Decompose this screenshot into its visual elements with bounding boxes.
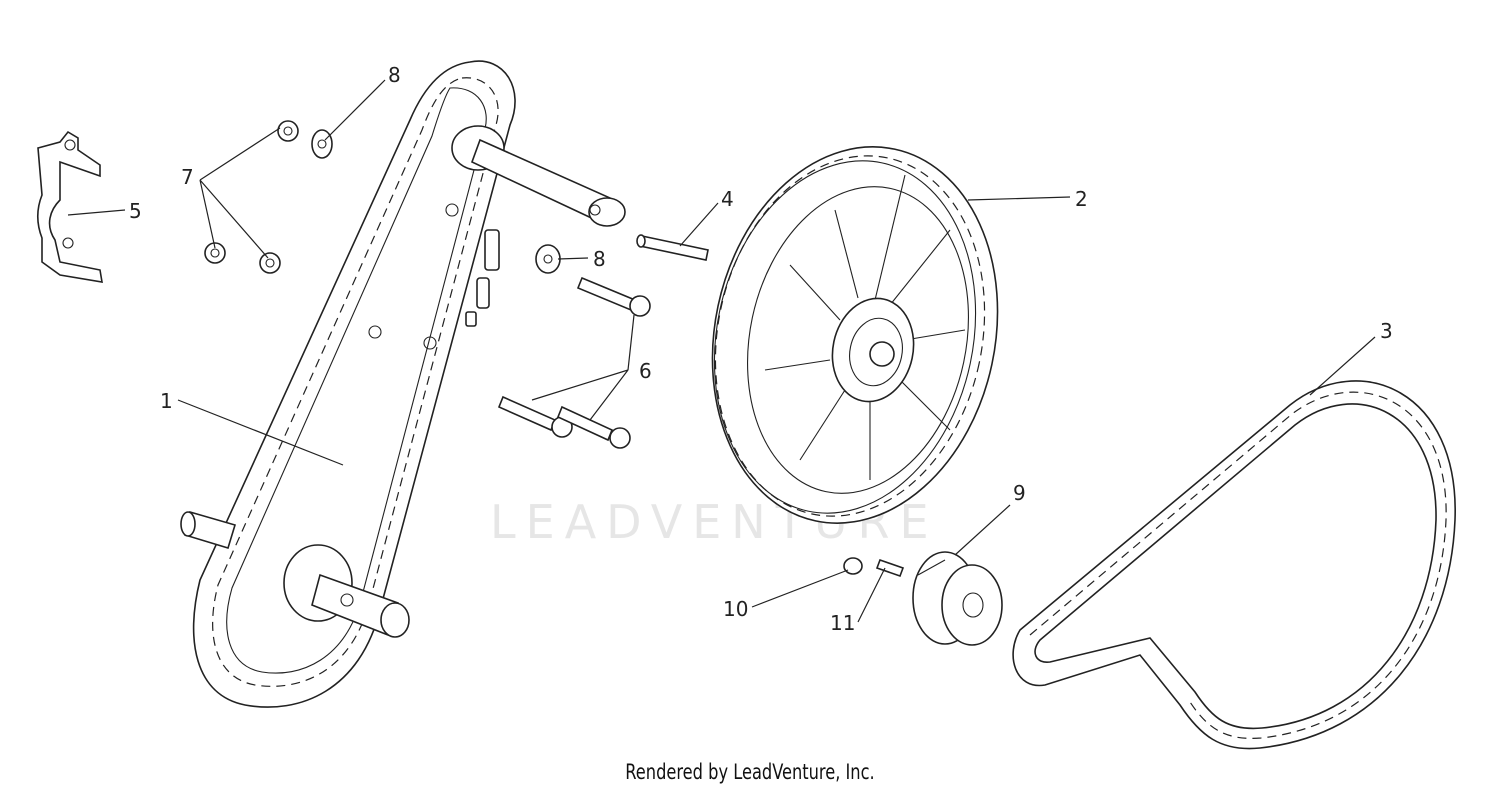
callout-4: 4 bbox=[721, 187, 734, 211]
part-8-washers bbox=[311, 129, 561, 274]
callout-2: 2 bbox=[1075, 187, 1088, 211]
callout-7: 7 bbox=[181, 165, 194, 189]
callout-8-upper: 8 bbox=[388, 63, 401, 87]
callouts: 1 2 3 4 5 6 7 8 8 9 10 11 bbox=[129, 63, 1393, 635]
part-11-key bbox=[875, 558, 905, 578]
part-7-nuts bbox=[204, 120, 299, 274]
callout-8-lower: 8 bbox=[593, 247, 606, 271]
part-10-set-screw bbox=[843, 557, 863, 575]
footer-credit: Rendered by LeadVenture, Inc. bbox=[625, 760, 875, 784]
leader-lines bbox=[67, 79, 1376, 623]
part-2-wheel bbox=[711, 146, 999, 524]
part-3-belt bbox=[1012, 380, 1456, 750]
part-9-pulley bbox=[912, 551, 1003, 646]
callout-3: 3 bbox=[1380, 319, 1393, 343]
callout-9: 9 bbox=[1013, 481, 1026, 505]
callout-5: 5 bbox=[129, 199, 142, 223]
callout-6: 6 bbox=[639, 359, 652, 383]
callout-1: 1 bbox=[160, 389, 173, 413]
part-4-pin bbox=[636, 234, 709, 261]
part-1-chain-case bbox=[180, 60, 626, 708]
callout-11: 11 bbox=[830, 611, 855, 635]
callout-10: 10 bbox=[723, 597, 748, 621]
part-6-bolts bbox=[497, 276, 651, 449]
part-5-bracket bbox=[37, 130, 103, 283]
